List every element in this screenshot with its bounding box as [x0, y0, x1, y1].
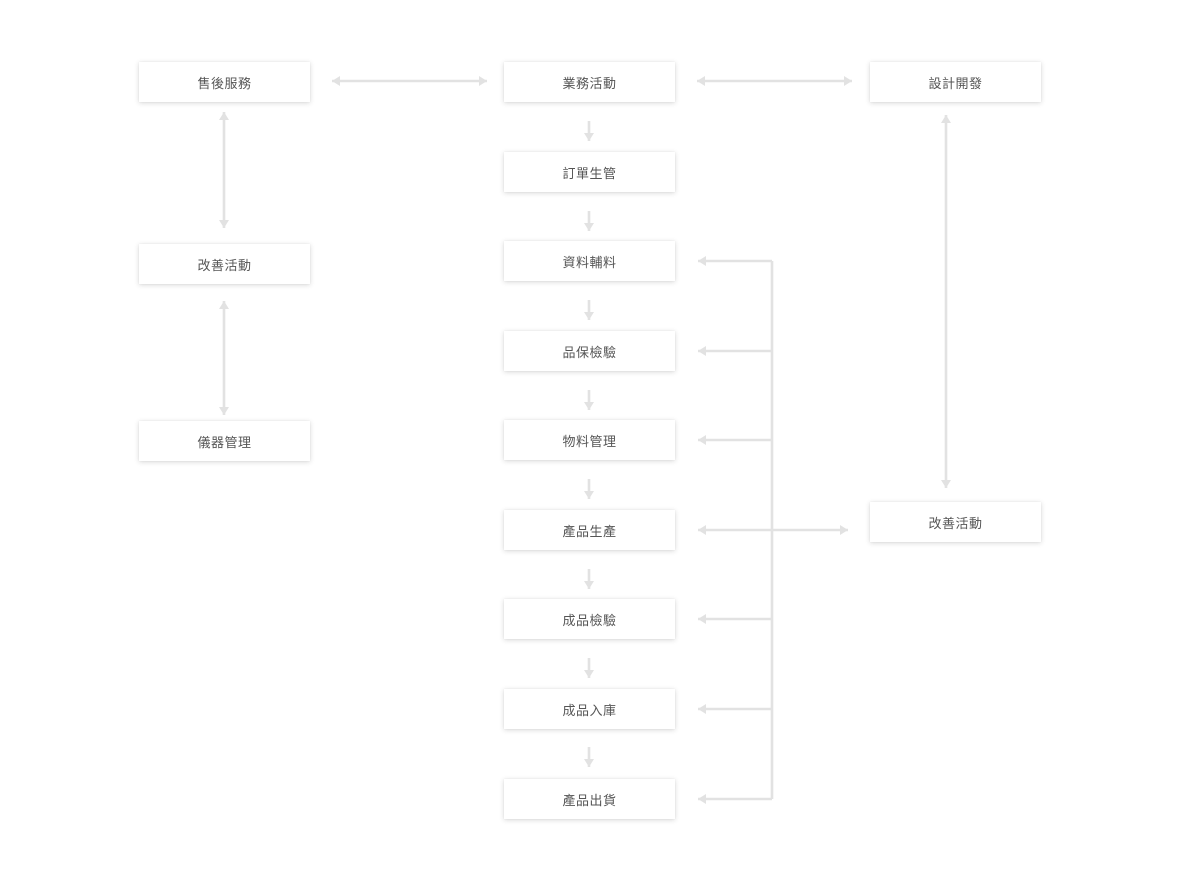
- connector-feedback-branch-5-arrowhead: [698, 614, 706, 624]
- connector-feedback-branch-2-arrowhead: [698, 346, 706, 356]
- connector-after-sales-improve-arrowhead-start: [219, 112, 229, 120]
- connector-flow-down-3-arrowhead: [584, 312, 594, 320]
- node-improvement-activities-right: 改善活動: [870, 502, 1041, 542]
- connector-flow-down-2-arrowhead: [584, 223, 594, 231]
- node-product-production: 產品生產: [504, 510, 675, 550]
- node-product-shipping: 產品出貨: [504, 779, 675, 819]
- connector-after-sales-business-arrowhead-start: [332, 76, 340, 86]
- node-final-product-warehousing: 成品入庫: [504, 689, 675, 729]
- node-after-sales-service: 售後服務: [139, 62, 310, 102]
- connector-business-design-arrowhead-start: [697, 76, 705, 86]
- connector-production-improve-right-arrowhead: [840, 525, 848, 535]
- connector-flow-down-5-arrowhead: [584, 491, 594, 499]
- connector-feedback-branch-4-arrowhead: [698, 525, 706, 535]
- connector-feedback-branch-6-arrowhead: [698, 704, 706, 714]
- node-quality-inspection: 品保檢驗: [504, 331, 675, 371]
- connector-after-sales-improve-arrowhead-end: [219, 220, 229, 228]
- connector-feedback-branch-7-arrowhead: [698, 794, 706, 804]
- connector-flow-down-6-arrowhead: [584, 581, 594, 589]
- connector-flow-down-4-arrowhead: [584, 402, 594, 410]
- node-order-production-control: 訂單生管: [504, 152, 675, 192]
- connector-business-design-arrowhead-end: [844, 76, 852, 86]
- node-design-development: 設計開發: [870, 62, 1041, 102]
- connector-feedback-branch-3-arrowhead: [698, 435, 706, 445]
- connector-flow-down-7-arrowhead: [584, 670, 594, 678]
- connector-after-sales-business-arrowhead-end: [479, 76, 487, 86]
- node-final-product-inspection: 成品檢驗: [504, 599, 675, 639]
- node-improvement-activities-left: 改善活動: [139, 244, 310, 284]
- connector-design-improve-arrowhead-start: [941, 115, 951, 123]
- node-material-management: 物料管理: [504, 420, 675, 460]
- connector-design-improve-arrowhead-end: [941, 480, 951, 488]
- node-business-activities: 業務活動: [504, 62, 675, 102]
- node-instrument-management: 儀器管理: [139, 421, 310, 461]
- connector-feedback-branch-1-arrowhead: [698, 256, 706, 266]
- connector-improve-instruments-arrowhead-end: [219, 407, 229, 415]
- connector-flow-down-1-arrowhead: [584, 133, 594, 141]
- node-materials: 資料輔料: [504, 241, 675, 281]
- connector-flow-down-8-arrowhead: [584, 759, 594, 767]
- connector-improve-instruments-arrowhead-start: [219, 301, 229, 309]
